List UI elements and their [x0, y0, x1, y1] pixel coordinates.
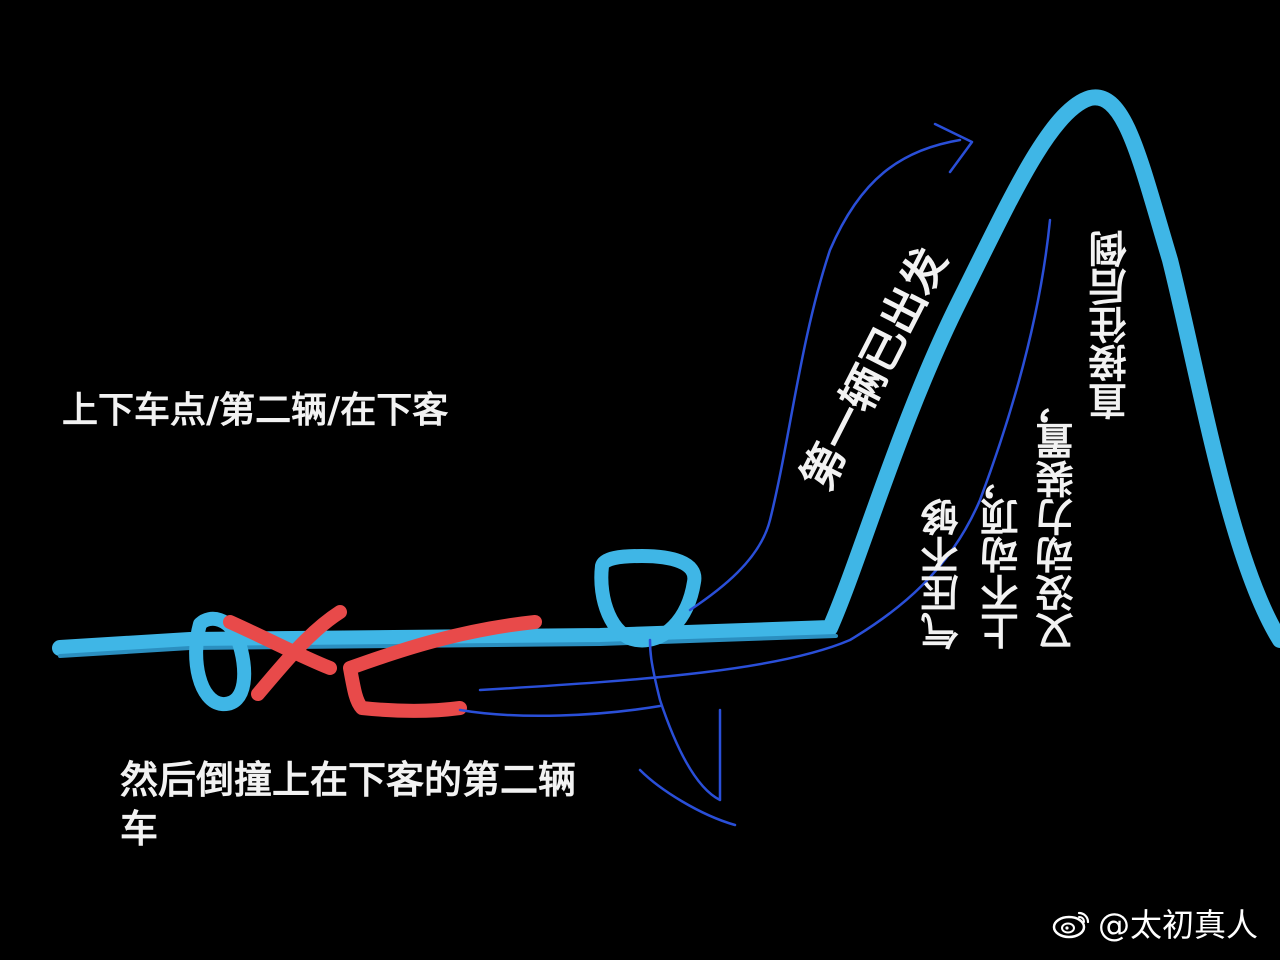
- watermark-text: @太初真人: [1097, 906, 1258, 944]
- stop-point-label: 上下车点/第二辆/在下客: [62, 390, 449, 431]
- weibo-icon: [1052, 911, 1090, 939]
- crash-label: 然后倒撞上在下客的第二辆车: [120, 758, 577, 852]
- pressure-label-line2: 上不动顶，: [981, 460, 1025, 650]
- pressure-label-line4: 直接往后倒: [1089, 230, 1133, 420]
- crash-mark: [223, 605, 542, 718]
- loop-climb: [594, 549, 702, 648]
- watermark: @太初真人: [1052, 900, 1258, 946]
- rollback-arrow-tail: [458, 704, 737, 827]
- first-car-arrow: [688, 122, 974, 612]
- coaster-track: [52, 89, 1280, 656]
- pressure-label-line1: 气压不够: [921, 498, 965, 650]
- rollback-arrow: [478, 218, 1052, 802]
- pressure-label-line3: 又没动力装置，: [1036, 384, 1080, 650]
